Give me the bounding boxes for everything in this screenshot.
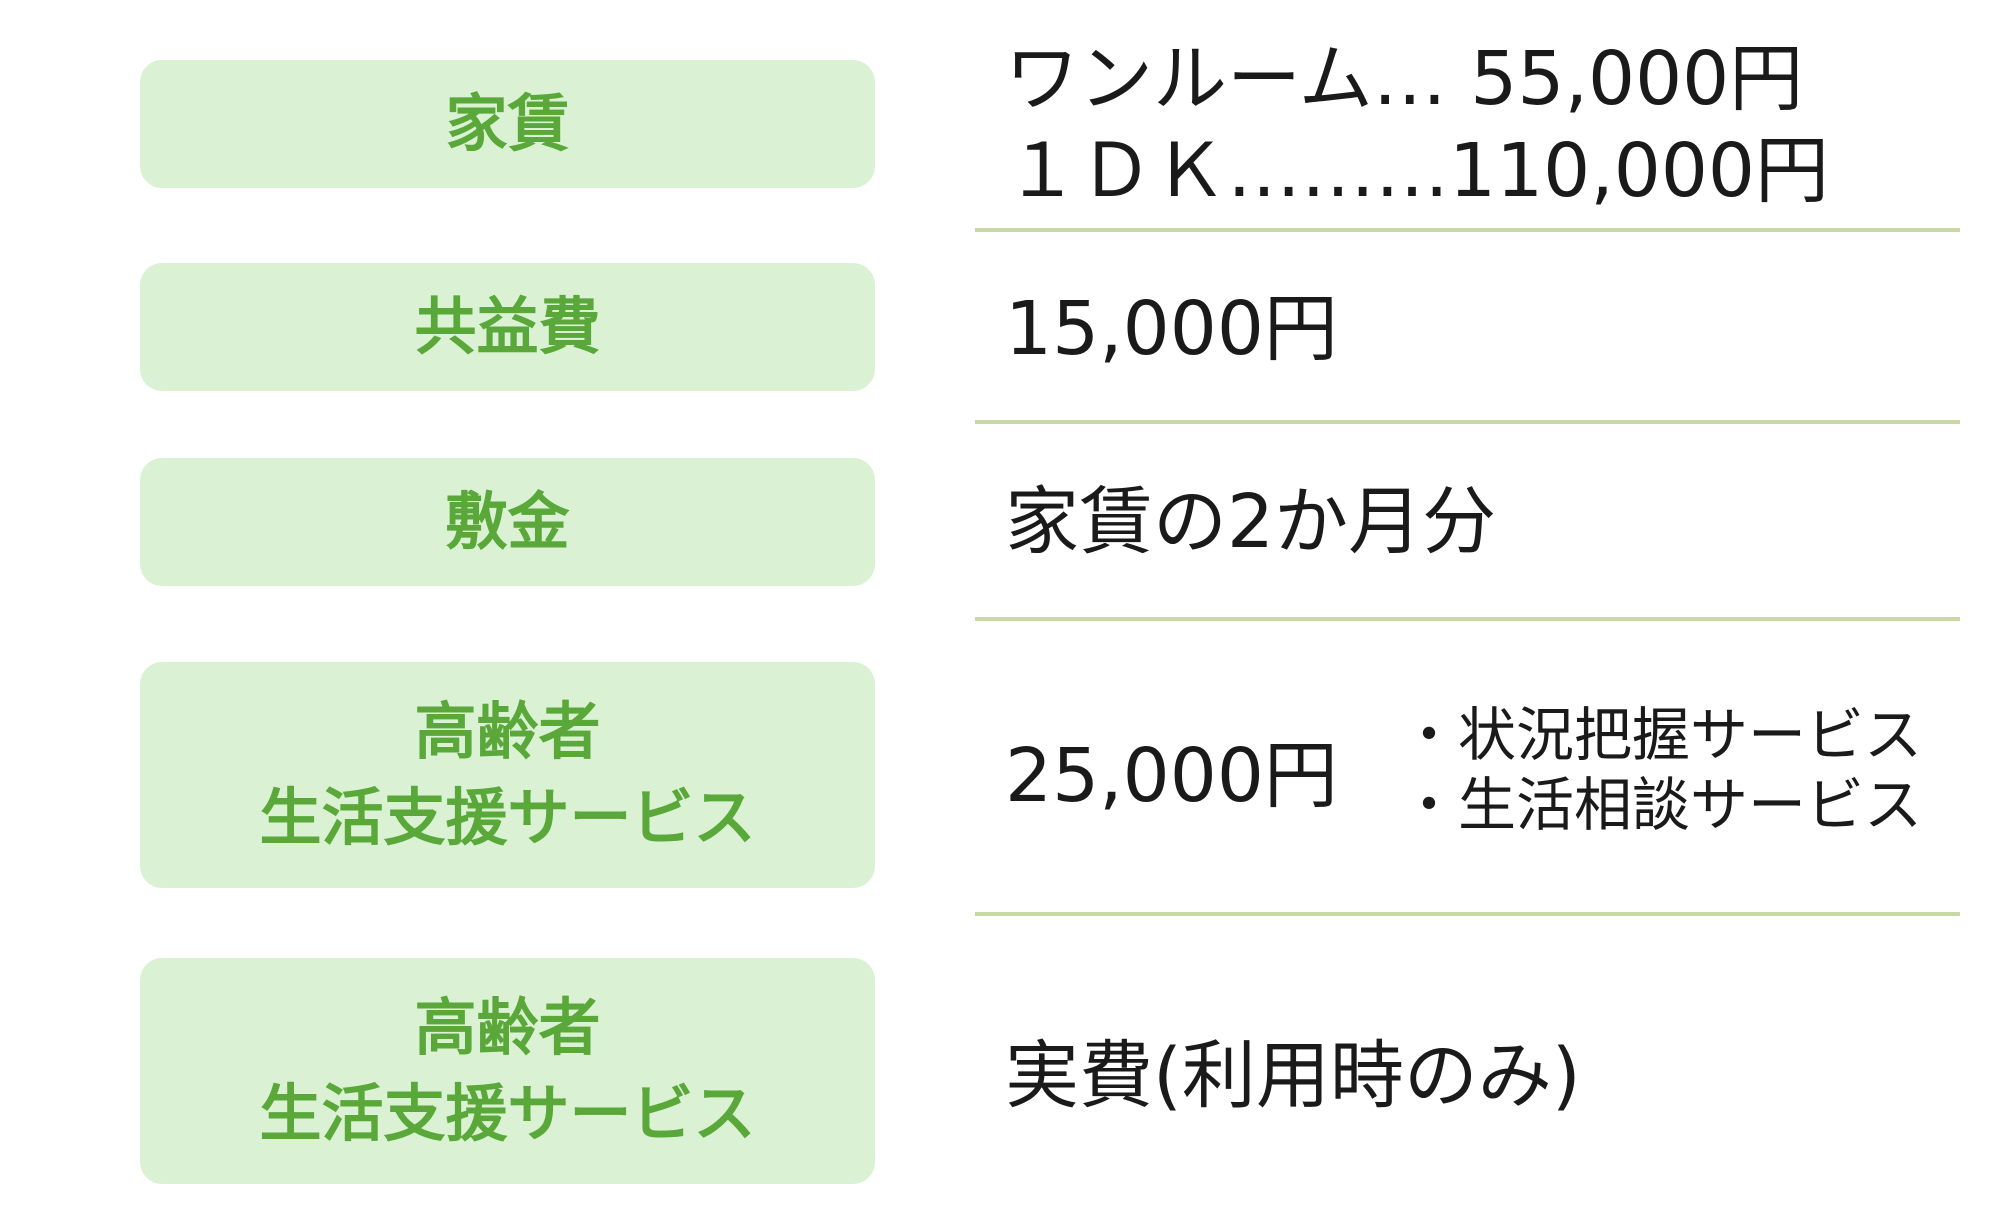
- support-service-notes: ・状況把握サービス ・生活相談サービス: [1400, 700, 1922, 840]
- label-support-service-actual-line1: 高齢者: [414, 991, 601, 1064]
- value-support-service-actual-text: 実費(利用時のみ): [1005, 1033, 1581, 1119]
- separator-4: [975, 912, 1960, 916]
- label-support-service-actual: 高齢者 生活支援サービス: [140, 958, 875, 1184]
- label-common-fee: 共益費: [140, 263, 875, 391]
- separator-3: [975, 617, 1960, 621]
- separator-2: [975, 420, 1960, 424]
- value-common-fee: 15,000円: [1005, 283, 1338, 375]
- value-support-service-actual: 実費(利用時のみ): [1005, 1030, 1581, 1122]
- label-support-service-actual-line2: 生活支援サービス: [259, 1077, 756, 1150]
- value-rent: ワンルーム… 55,000円 １ＤＫ………110,000円: [1005, 33, 1829, 217]
- label-deposit: 敷金: [140, 458, 875, 586]
- value-rent-1dk: １ＤＫ………110,000円: [1005, 128, 1830, 214]
- separator-1: [975, 228, 1960, 232]
- label-rent: 家賃: [140, 60, 875, 188]
- label-deposit-text: 敷金: [445, 485, 570, 558]
- value-rent-one-room: ワンルーム… 55,000円: [1005, 36, 1804, 122]
- label-support-service-basic-line1: 高齢者: [414, 695, 601, 768]
- value-deposit: 家賃の2か月分: [1005, 476, 1496, 568]
- value-support-service-basic-text: 25,000円: [1005, 733, 1338, 819]
- value-deposit-text: 家賃の2か月分: [1005, 479, 1497, 565]
- label-rent-text: 家賃: [445, 87, 570, 160]
- label-support-service-basic: 高齢者 生活支援サービス: [140, 662, 875, 888]
- note-status-check-service: ・状況把握サービス: [1400, 701, 1923, 769]
- note-consultation-service: ・生活相談サービス: [1400, 771, 1923, 839]
- label-support-service-basic-line2: 生活支援サービス: [259, 781, 756, 854]
- value-common-fee-text: 15,000円: [1005, 286, 1338, 372]
- value-support-service-basic: 25,000円: [1005, 730, 1338, 822]
- label-common-fee-text: 共益費: [414, 290, 601, 363]
